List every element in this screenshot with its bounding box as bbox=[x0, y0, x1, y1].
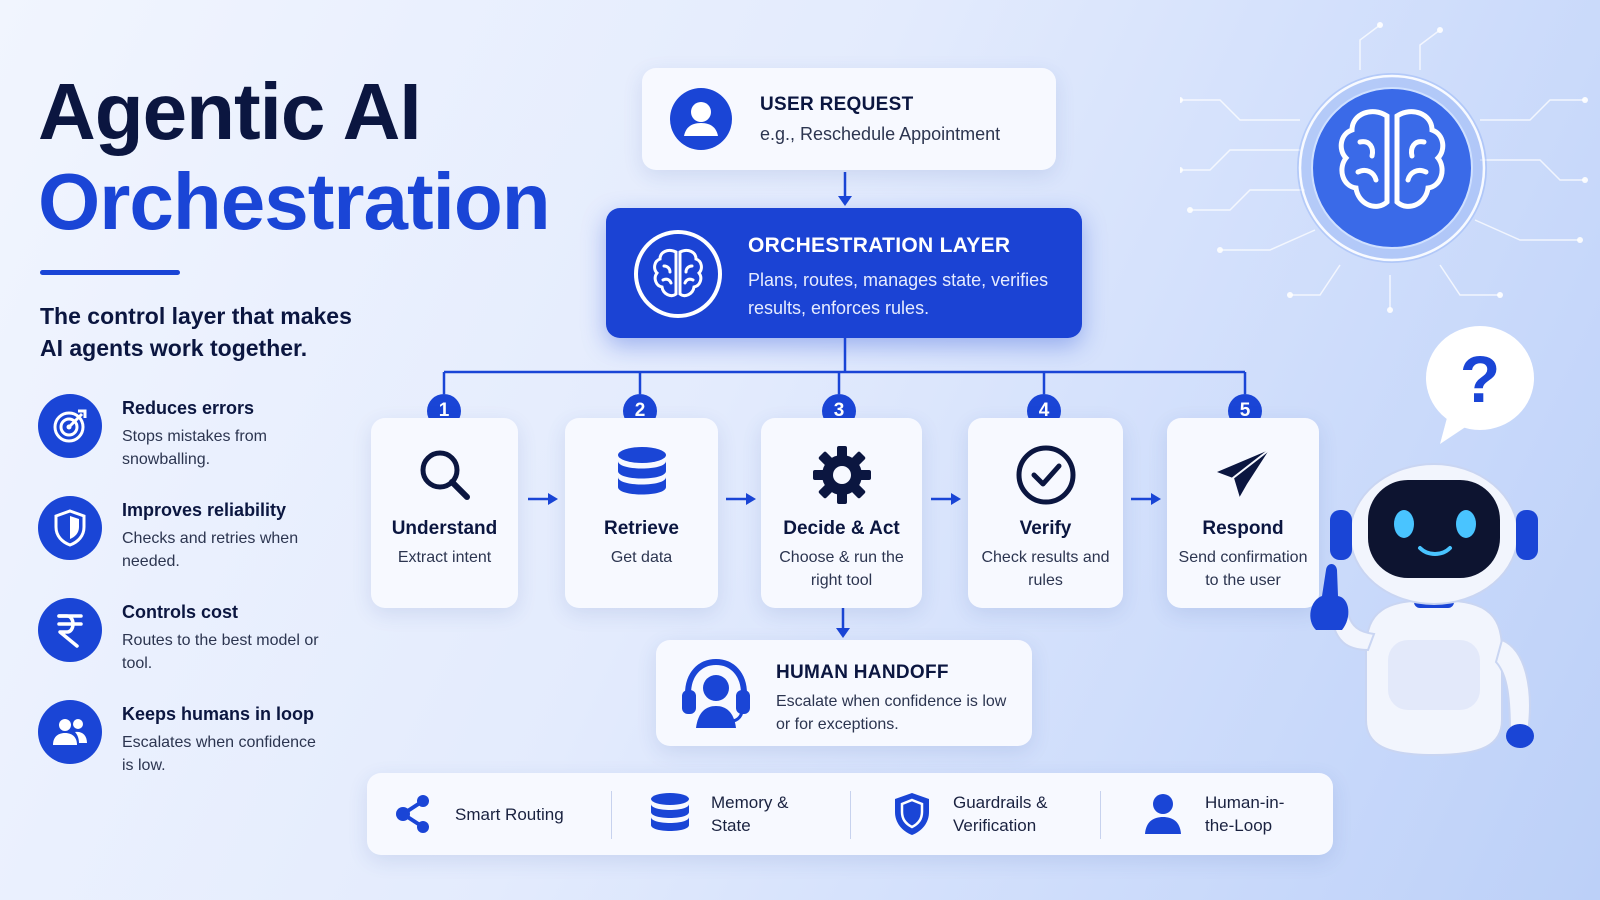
paper-plane-icon bbox=[1167, 442, 1319, 508]
step-desc: Check results and rules bbox=[981, 549, 1110, 589]
orchestration-desc: Plans, routes, manages state, verifies r… bbox=[748, 270, 1049, 318]
step-desc: Get data bbox=[610, 549, 673, 566]
step-title: Verify bbox=[1019, 518, 1072, 539]
feature-guardrails: Guardrails & Verification bbox=[891, 773, 1063, 855]
search-icon bbox=[371, 442, 518, 508]
benefit-desc: Escalates when confidence is low. bbox=[122, 734, 316, 774]
benefit-title: Keeps humans in loop bbox=[122, 704, 315, 724]
database-icon bbox=[565, 442, 718, 508]
step-card-verify: Verify Check results and rules bbox=[968, 418, 1123, 608]
feature-label: Memory & State bbox=[711, 793, 789, 835]
feature-label: Guardrails & Verification bbox=[953, 793, 1048, 835]
check-circle-icon bbox=[968, 442, 1123, 508]
feature-label: Human-in-the-Loop bbox=[1205, 793, 1285, 835]
step-card-understand: Understand Extract intent bbox=[371, 418, 518, 608]
question-mark: ? bbox=[1460, 342, 1500, 416]
benefit-title: Controls cost bbox=[122, 602, 239, 622]
benefit-title: Improves reliability bbox=[122, 500, 287, 520]
benefit-reduces-errors: Reduces errors Stops mistakes from snowb… bbox=[38, 394, 358, 474]
benefit-keeps-humans-in-loop: Keeps humans in loop Escalates when conf… bbox=[38, 700, 358, 780]
user-icon bbox=[1145, 794, 1181, 834]
benefit-controls-cost: Controls cost Routes to the best model o… bbox=[38, 598, 358, 678]
step-desc: Choose & run the right tool bbox=[779, 549, 904, 589]
human-handoff-card: HUMAN HANDOFF Escalate when confidence i… bbox=[656, 640, 1032, 746]
title-line-2: Orchestration bbox=[38, 157, 551, 246]
user-request-card: USER REQUEST e.g., Reschedule Appointmen… bbox=[642, 68, 1056, 170]
step-title: Retrieve bbox=[604, 518, 679, 539]
benefit-desc: Routes to the best model or tool. bbox=[122, 632, 319, 672]
orchestration-layer-card: ORCHESTRATION LAYER Plans, routes, manag… bbox=[606, 208, 1082, 338]
handoff-desc: Escalate when confidence is low or for e… bbox=[776, 693, 1007, 733]
step-title: Decide & Act bbox=[783, 518, 900, 539]
handoff-title: HUMAN HANDOFF bbox=[776, 662, 949, 683]
divider bbox=[611, 791, 612, 839]
brain-icon bbox=[632, 228, 724, 320]
robot-mascot bbox=[1310, 463, 1538, 757]
feature-human-in-the-loop: Human-in-the-Loop bbox=[1143, 773, 1295, 855]
shield-icon bbox=[38, 496, 102, 560]
benefit-title: Reduces errors bbox=[122, 398, 255, 418]
gear-icon bbox=[761, 442, 922, 508]
step-card-retrieve: Retrieve Get data bbox=[565, 418, 718, 608]
database-icon bbox=[651, 793, 689, 831]
subtitle: The control layer that makes AI agents w… bbox=[40, 303, 352, 361]
headset-icon bbox=[678, 654, 754, 732]
benefit-desc: Checks and retries when needed. bbox=[122, 530, 299, 570]
feature-label: Smart Routing bbox=[455, 804, 564, 824]
feature-bar: Smart Routing Memory & State Guardrails … bbox=[367, 773, 1333, 855]
feature-smart-routing: Smart Routing bbox=[393, 773, 564, 855]
divider bbox=[1100, 791, 1101, 839]
divider bbox=[850, 791, 851, 839]
user-icon bbox=[670, 88, 732, 150]
user-request-desc: e.g., Reschedule Appointment bbox=[760, 124, 1001, 144]
brain-circuit-decoration bbox=[1180, 22, 1588, 313]
step-desc: Extract intent bbox=[397, 549, 492, 566]
benefit-improves-reliability: Improves reliability Checks and retries … bbox=[38, 496, 358, 576]
speech-bubble: ? bbox=[1426, 326, 1534, 444]
title-line-1: Agentic AI bbox=[38, 67, 422, 156]
benefit-desc: Stops mistakes from snowballing. bbox=[122, 428, 267, 468]
target-icon bbox=[38, 394, 102, 458]
share-icon bbox=[396, 795, 429, 833]
step-title: Respond bbox=[1202, 518, 1284, 539]
step-card-decide-act: Decide & Act Choose & run the right tool bbox=[761, 418, 922, 608]
step-title: Understand bbox=[391, 518, 498, 539]
shield-icon bbox=[895, 793, 929, 835]
step-card-respond: Respond Send confirmation to the user bbox=[1167, 418, 1319, 608]
rupee-icon bbox=[38, 598, 102, 662]
orchestration-title: ORCHESTRATION LAYER bbox=[748, 234, 1011, 257]
user-request-title: USER REQUEST bbox=[760, 94, 914, 115]
title-underline bbox=[40, 270, 180, 275]
users-icon bbox=[38, 700, 102, 764]
feature-memory-state: Memory & State bbox=[649, 773, 821, 855]
step-desc: Send confirmation to the user bbox=[1178, 549, 1308, 589]
